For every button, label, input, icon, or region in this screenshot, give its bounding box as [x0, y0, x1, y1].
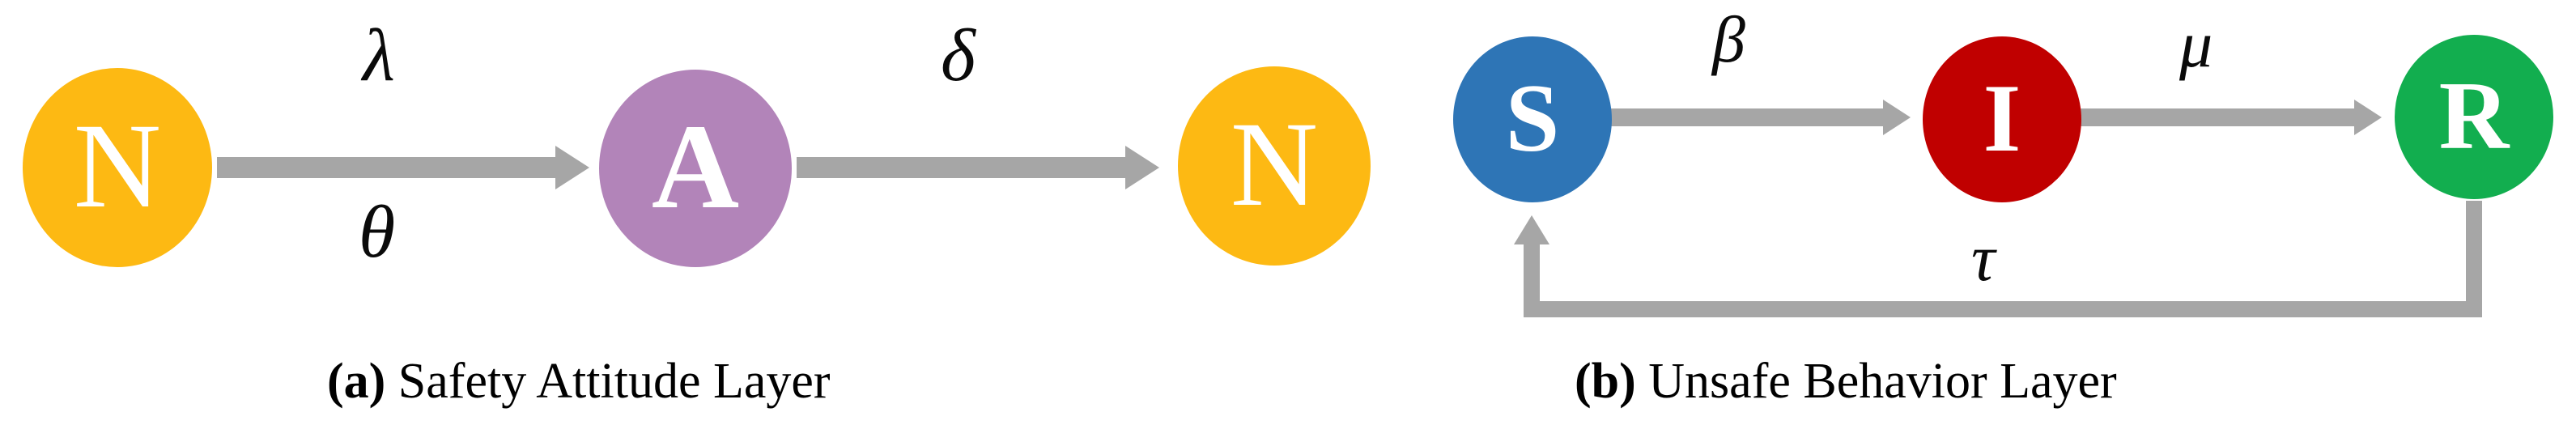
caption-panel-a: (a) Safety Attitude Layer: [327, 356, 831, 406]
node-r[interactable]: R: [2395, 35, 2553, 199]
edge-line-r-to-s-vertical-right: [2466, 201, 2482, 316]
edge-line-s-to-i: [1609, 108, 1883, 126]
edge-line-a-to-n: [797, 157, 1125, 178]
caption-tag-b: (b): [1575, 354, 1636, 409]
node-s[interactable]: S: [1453, 36, 1612, 202]
node-label-n-left: N: [73, 99, 162, 233]
edge-arrowhead-i-to-r: [2354, 100, 2382, 135]
edge-line-r-to-s-horizontal: [1524, 301, 2482, 317]
node-label-s: S: [1505, 63, 1560, 172]
edge-label-delta: δ: [941, 14, 976, 96]
edge-arrowhead-n-to-a: [555, 146, 589, 189]
caption-tag-a: (a): [327, 354, 386, 409]
caption-text-a: Safety Attitude Layer: [385, 354, 831, 409]
node-label-i: I: [1983, 63, 2021, 172]
edge-line-i-to-r: [2079, 108, 2354, 126]
node-n-left[interactable]: N: [23, 68, 212, 267]
node-label-n-right: N: [1230, 97, 1319, 232]
caption-text-b: Unsafe Behavior Layer: [1635, 354, 2117, 409]
panel-unsafe-behavior-layer: S I R β μ τ (b) Unsafe Behavior Layer: [1425, 0, 2576, 442]
edge-label-tau: τ: [1971, 221, 1996, 295]
edge-label-lambda: λ: [363, 14, 395, 96]
node-i[interactable]: I: [1923, 36, 2081, 202]
edge-label-theta: θ: [359, 190, 396, 273]
edge-line-n-to-a: [217, 157, 555, 178]
edge-arrowhead-a-to-n: [1125, 146, 1159, 189]
edge-arrowhead-s-to-i: [1883, 100, 1911, 135]
node-a[interactable]: A: [599, 70, 792, 267]
edge-label-mu: μ: [2179, 7, 2213, 81]
node-label-r: R: [2438, 61, 2510, 169]
node-label-a: A: [651, 100, 740, 234]
panel-safety-attitude-layer: N A N λ θ δ (a) Safety Attitude Layer: [23, 14, 1371, 406]
edge-arrowhead-r-to-s: [1514, 215, 1549, 244]
edge-label-beta: β: [1712, 2, 1745, 76]
node-n-right[interactable]: N: [1178, 66, 1371, 266]
edge-line-r-to-s-vertical-left: [1524, 243, 1540, 316]
caption-panel-b: (b) Unsafe Behavior Layer: [1575, 356, 2117, 406]
